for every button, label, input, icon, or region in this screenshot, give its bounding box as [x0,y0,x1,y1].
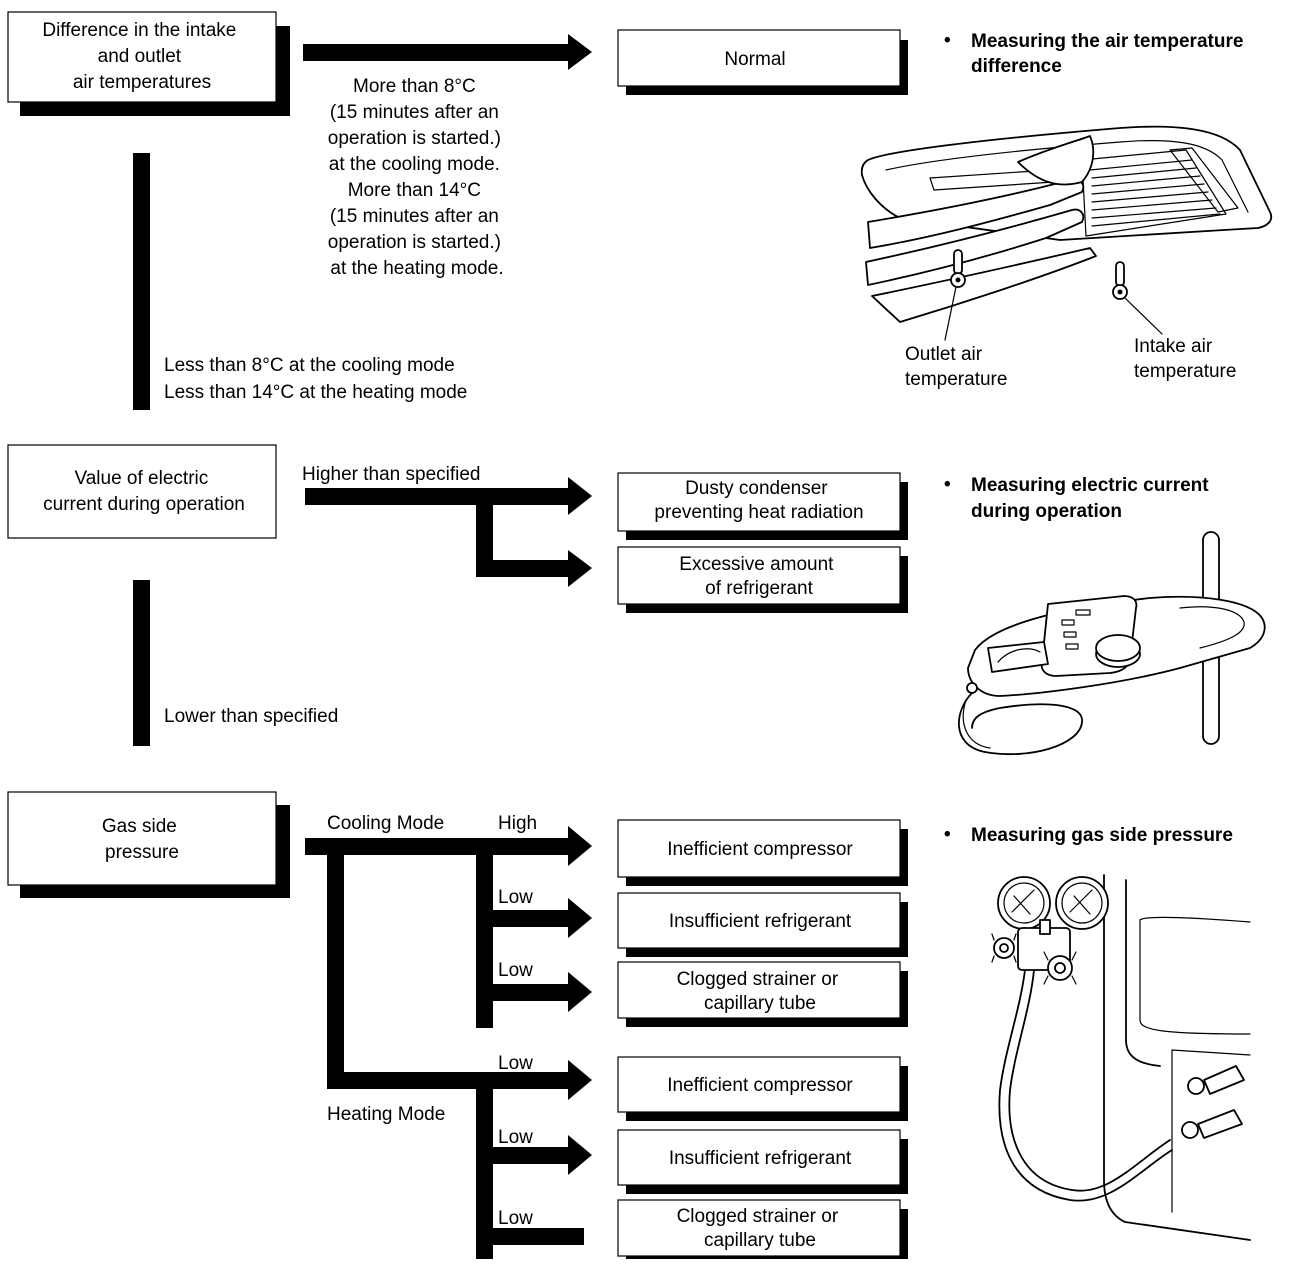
air-temperature-measure-title: Measuring the air temperature difference [971,31,1249,77]
gas-pressure-check-box: Gas side pressure [7,791,290,898]
dusty-condenser-result-box: Dusty condenser preventing heat radiatio… [617,472,908,540]
branch-label-low: Low [498,1208,533,1229]
gas-pressure-measure-title: Measuring gas side pressure [971,825,1233,846]
result-text: Inefficient compressor [667,839,853,860]
excessive-refrigerant-result-box: Excessive amount of refrigerant [617,546,908,613]
electric-current-check-box: Value of electric current during operati… [7,444,277,539]
cooling-inefficient-compressor-box: Inefficient compressor [617,819,908,886]
air-temperature-check-box: Difference in the intake and outlet air … [7,11,290,116]
normal-result-box: Normal [617,29,908,95]
intake-thermometer-icon [1112,261,1128,300]
lower-than-specified-label: Lower than specified [164,706,338,727]
meter-dial-icon [1095,634,1141,668]
outlet-thermometer-icon [950,249,966,288]
cooling-low-arrowhead-2 [568,972,592,1012]
manifold-gauge-illustration [991,874,1251,1241]
branch-label-low: Low [498,1127,533,1148]
normal-arrow [303,34,592,70]
electric-current-measure-title: Measuring electric current during operat… [971,475,1214,522]
intake-air-label: Intake air temperature [1134,336,1236,382]
air-temperature-measure-bullet: • [944,30,951,51]
heating-clogged-strainer-box: Clogged strainer or capillary tube [617,1199,908,1259]
service-valve-icon [1187,1065,1245,1095]
cooling-high-arrowhead [568,826,592,866]
result-text: Clogged strainer or capillary tube [677,1206,844,1251]
cassette-unit-illustration [860,125,1273,341]
low-temperature-connector [133,153,150,410]
electric-current-section: Value of electric current during operati… [7,444,1266,756]
higher-than-specified-label: Higher than specified [302,464,481,485]
gas-pressure-check-text: Gas side pressure [102,816,182,863]
branch-label-low: Low [498,887,533,908]
gas-pressure-measure-bullet: • [944,824,951,845]
service-valve-icon [1181,1109,1243,1139]
manifold-valve-handle-icon [991,933,1017,963]
pressure-gauge-icon [1055,876,1109,930]
normal-result-text: Normal [724,49,785,70]
branch-label-low: Low [498,1053,533,1074]
current-branch-arrows [305,477,592,587]
cooling-clogged-strainer-box: Clogged strainer or capillary tube [617,961,908,1027]
result-text: Inefficient compressor [667,1075,853,1096]
electric-current-measure-bullet: • [944,474,951,495]
manifold-valve-handle-icon [1043,951,1077,985]
gas-pressure-section: Gas side pressure Cooling Mode Heating M… [7,791,1251,1259]
heating-inefficient-compressor-box: Inefficient compressor [617,1056,908,1121]
branch-label-low: Low [498,960,533,981]
cooling-mode-label: Cooling Mode [327,813,444,834]
dusty-condenser-result-text: Dusty condenser preventing heat radiatio… [654,478,863,523]
low-temperature-condition-text: Less than 8°C at the cooling mode Less t… [164,355,467,403]
cooling-insufficient-refrigerant-box: Insufficient refrigerant [617,892,908,957]
cooling-low-arrowhead-1 [568,898,592,938]
air-temperature-section: Difference in the intake and outlet air … [7,11,1273,410]
lower-current-connector [133,580,150,746]
heating-insufficient-refrigerant-box: Insufficient refrigerant [617,1129,908,1194]
electric-current-check-text: Value of electric current during operati… [43,468,245,515]
result-text: Insufficient refrigerant [669,911,852,932]
outlet-air-label: Outlet air temperature [905,344,1007,390]
heating-low-arrowhead-1 [568,1060,592,1100]
branch-label-high: High [498,813,537,834]
intake-grille [1081,149,1227,237]
normal-condition-text: More than 8°C (15 minutes after an opera… [328,76,506,279]
heating-low-arrowhead-2 [568,1135,592,1175]
excessive-refrigerant-result-text: Excessive amount of refrigerant [679,554,838,599]
heating-mode-label: Heating Mode [327,1104,445,1125]
result-text: Insufficient refrigerant [669,1148,852,1169]
pressure-branch-tree [305,838,584,1259]
air-temperature-check-text: Difference in the intake and outlet air … [42,20,241,93]
clamp-meter-illustration [958,531,1266,756]
result-text: Clogged strainer or capillary tube [677,969,844,1014]
pressure-gauge-icon [997,876,1051,930]
